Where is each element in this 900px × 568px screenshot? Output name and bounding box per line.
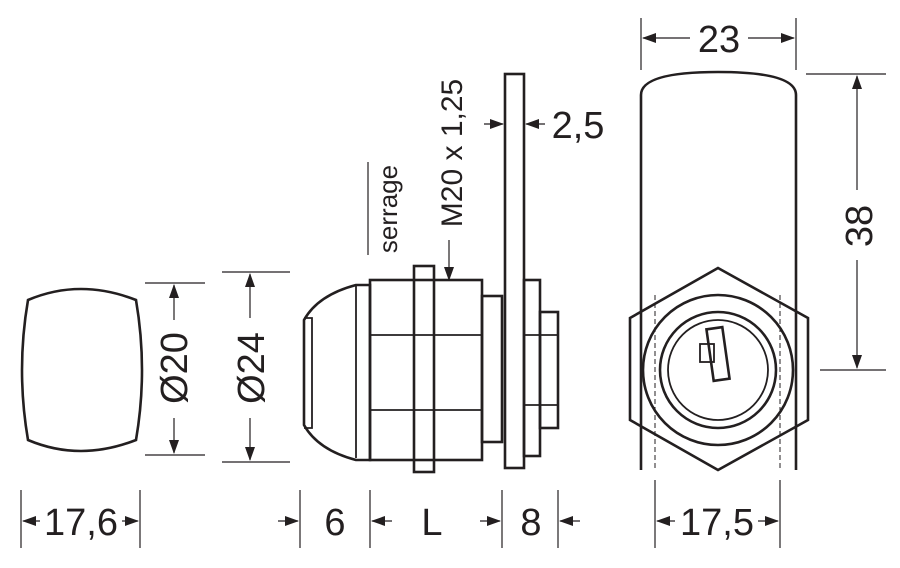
dim-offset-6: 6	[324, 502, 345, 544]
dim-hex-width: 17,5	[680, 502, 754, 544]
dim-key-head-width: 17,6	[44, 502, 118, 544]
key-head-profile	[20, 287, 144, 453]
lock-body-side-view	[302, 72, 560, 474]
label-serrage: serrage	[373, 165, 403, 253]
dim-diameter-20: Ø20	[154, 332, 196, 404]
dim-thread: M20 x 1,25	[436, 79, 469, 227]
dim-front-width: 23	[698, 19, 740, 61]
dim-cam-8: 8	[520, 502, 541, 544]
dimension-lines	[20, 18, 886, 548]
dim-front-height: 38	[839, 205, 881, 247]
dim-diameter-24: Ø24	[231, 332, 273, 404]
dim-cam-thickness: 2,5	[552, 105, 605, 147]
keyhole-icon	[699, 325, 732, 383]
dim-length-l: L	[421, 502, 442, 544]
lock-front-view	[628, 70, 810, 472]
